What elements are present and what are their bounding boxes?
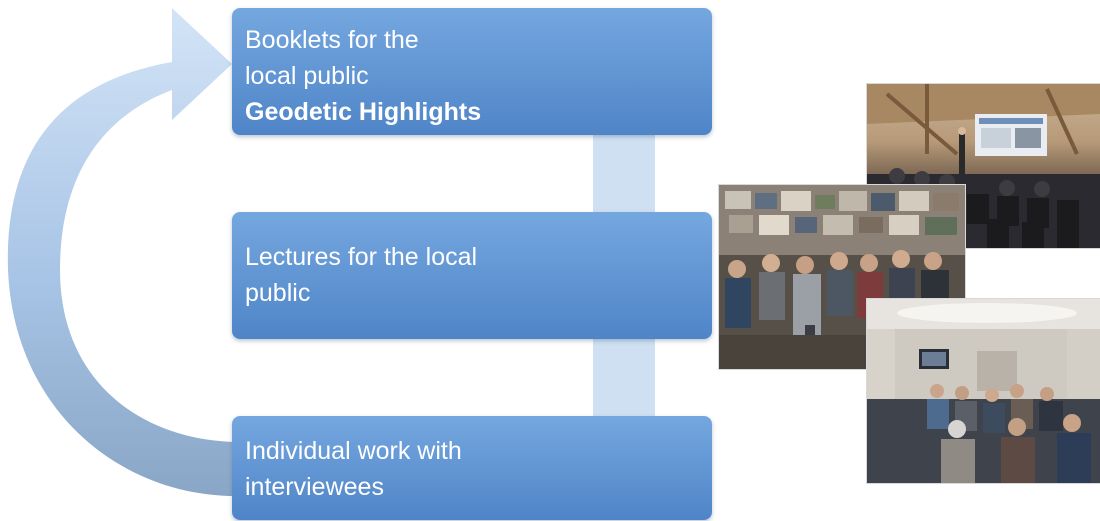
meeting-room-photo <box>866 298 1100 484</box>
cycle-arrow <box>7 8 236 496</box>
individual-work-box: Individual work with interviewees <box>232 416 712 520</box>
lectures-box: Lectures for the local public <box>232 212 712 339</box>
individual-line-1: Individual work with <box>245 437 462 465</box>
booklets-line-2: local public <box>245 62 369 90</box>
booklets-box: Booklets for the local public Geodetic H… <box>232 8 712 135</box>
individual-line-2: interviewees <box>245 473 384 501</box>
booklets-line-1: Booklets for the <box>245 26 419 54</box>
lectures-line-1: Lectures for the local <box>245 243 478 271</box>
meeting-room-image <box>867 299 1100 483</box>
lectures-line-2: public <box>245 279 311 307</box>
booklets-line-3: Geodetic Highlights <box>245 98 482 126</box>
